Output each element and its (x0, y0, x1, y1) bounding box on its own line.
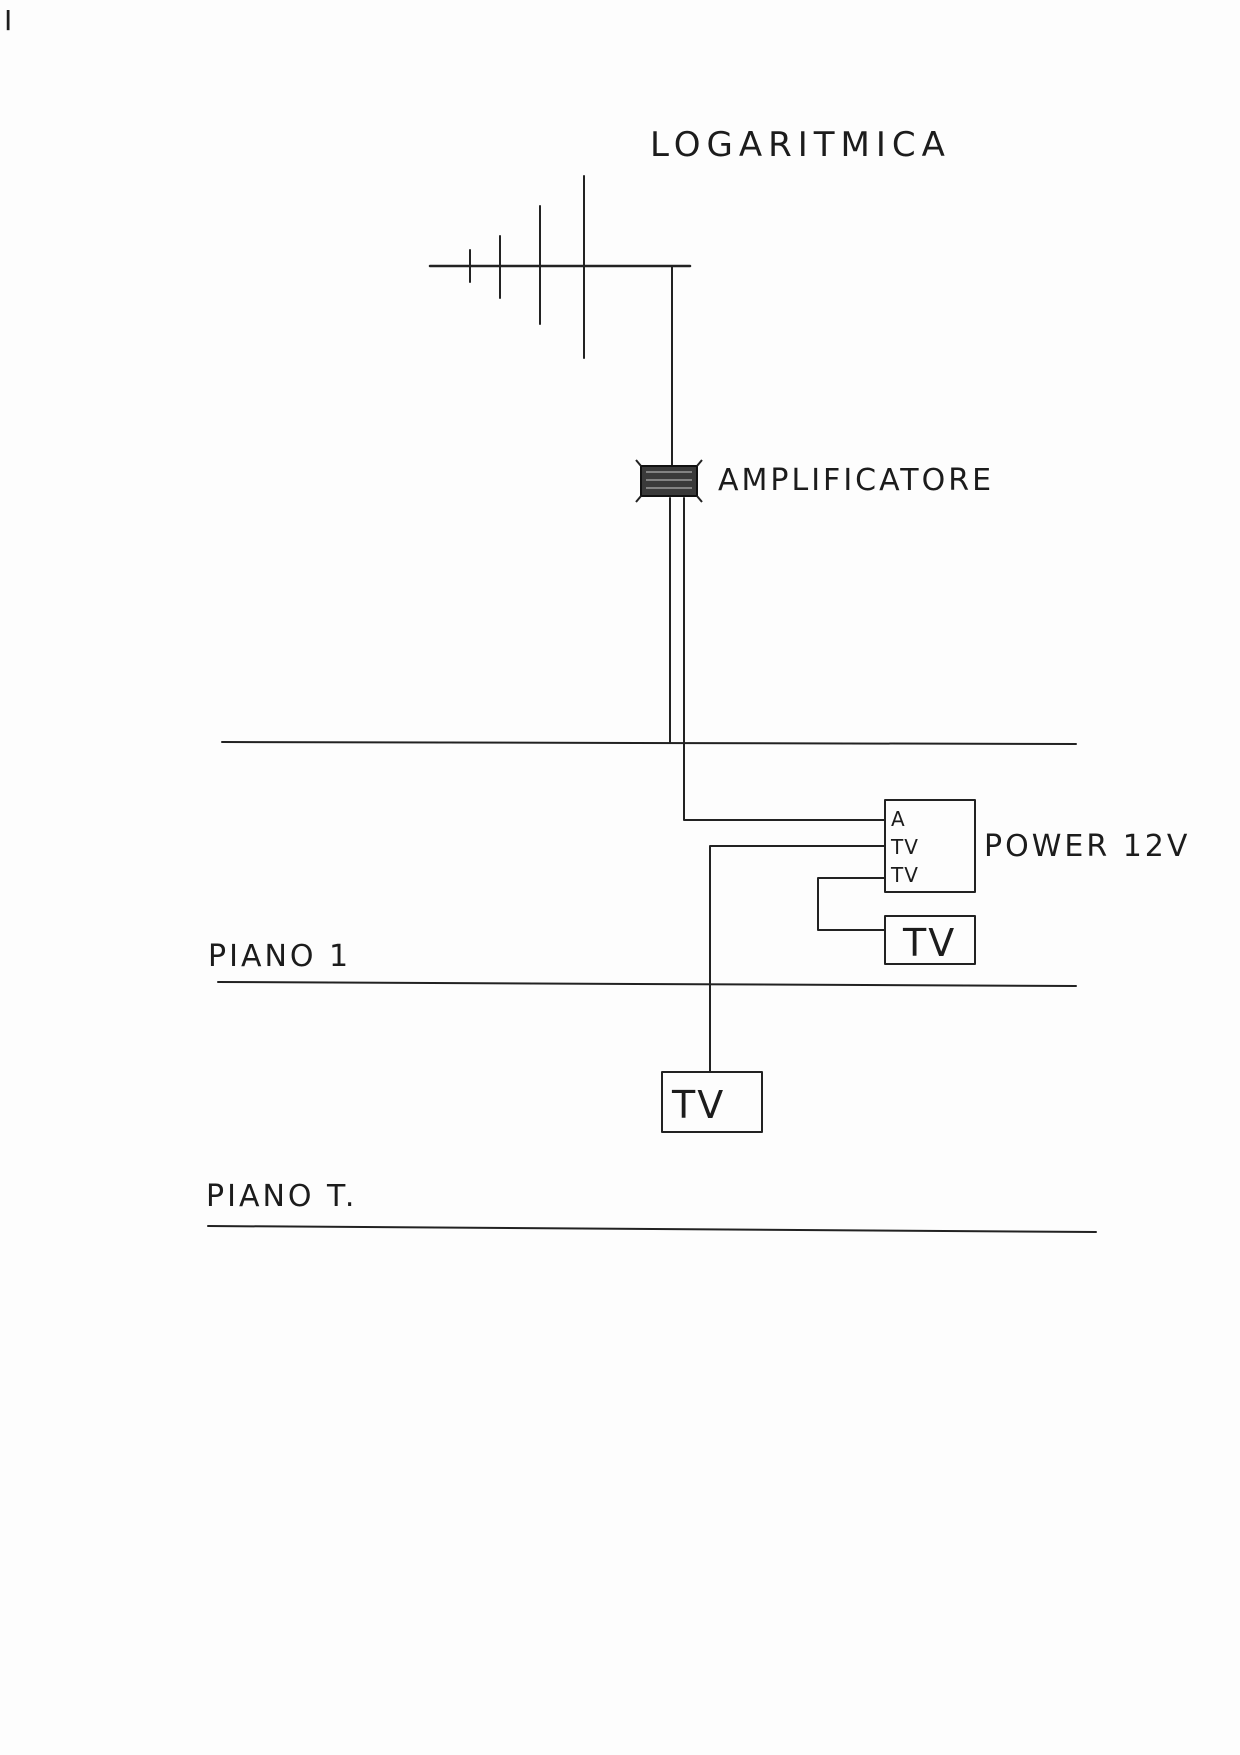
floor-1-label: PIANO 1 (208, 939, 351, 974)
floor-1-line (217, 981, 1077, 987)
cable-to-lower-tv (709, 845, 886, 1073)
corner-mark: I (4, 4, 12, 37)
power-supply-label: POWER 12V (984, 829, 1190, 864)
antenna-label: LOGARITMICA (650, 125, 951, 165)
tv-upper-label: TV (902, 921, 956, 965)
amplifier-label: AMPLIFICATORE (718, 463, 994, 498)
tv-lower-box (661, 1071, 763, 1133)
tv-lower-label: TV (671, 1083, 725, 1127)
floor-ground-line (207, 1225, 1097, 1233)
cable-to-upper-tv (817, 877, 886, 931)
roof-line (221, 741, 1077, 745)
amplifier-icon (635, 459, 703, 503)
power-port-tv-2: TV (890, 863, 919, 887)
cable-to-power-a (683, 497, 886, 821)
floor-ground-label: PIANO T. (206, 1179, 357, 1214)
power-port-tv-1: TV (890, 835, 919, 859)
antenna-icon (428, 175, 692, 359)
tv-upper-box (884, 915, 976, 965)
power-port-a: A (891, 807, 906, 831)
